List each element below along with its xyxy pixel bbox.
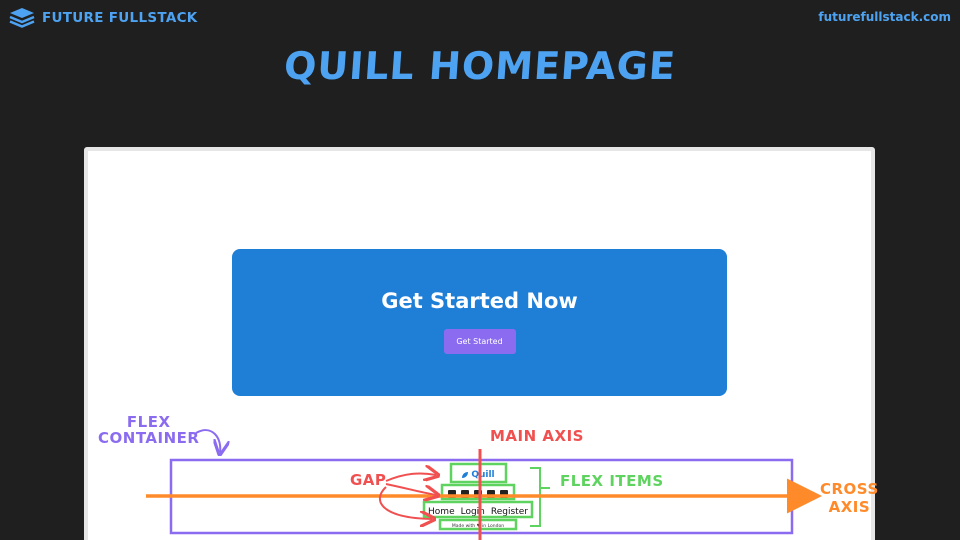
flex-item-outline-made-with xyxy=(438,518,518,531)
youtube-icon[interactable] xyxy=(500,490,508,498)
footer-brand[interactable]: Quill xyxy=(461,470,495,480)
flex-items-label: FLEX ITEMS xyxy=(560,472,664,490)
nav-link-home[interactable]: Home xyxy=(428,507,455,517)
instagram-icon[interactable] xyxy=(461,490,469,498)
flex-container-arrow xyxy=(195,429,220,452)
made-with-text: Made with ♥ in London xyxy=(451,524,505,529)
brand-name: FUTURE FULLSTACK xyxy=(42,10,198,26)
nav-link-login[interactable]: Login xyxy=(460,507,485,517)
brand-logo: FUTURE FULLSTACK xyxy=(8,6,198,30)
facebook-icon[interactable] xyxy=(448,490,456,498)
cross-axis-label: CROSS AXIS xyxy=(820,480,879,516)
main-axis-label: MAIN AXIS xyxy=(490,427,584,445)
gap-label: GAP xyxy=(350,471,387,489)
footer-nav: Home Login Register xyxy=(428,507,528,517)
twitter-icon[interactable] xyxy=(474,490,482,498)
gap-arrow-1 xyxy=(385,473,436,481)
feather-icon xyxy=(462,472,469,478)
hero-heading: Get Started Now xyxy=(381,289,578,313)
nav-link-register[interactable]: Register xyxy=(490,507,528,517)
site-url[interactable]: futurefullstack.com xyxy=(818,10,951,24)
gap-arrow-2 xyxy=(385,483,436,495)
gap-arrow-3 xyxy=(378,486,432,519)
footer-flex-container: Quill Home Login Register Made with ♥ in… xyxy=(428,463,528,529)
get-started-button[interactable]: Get Started xyxy=(443,329,516,354)
flex-container-label: FLEX CONTAINER xyxy=(98,413,200,447)
flex-item-outline-nav xyxy=(422,500,534,519)
flex-item-outline-socials xyxy=(440,483,516,501)
hero-banner: Get Started Now Get Started xyxy=(232,249,727,396)
stacked-layers-icon xyxy=(9,8,35,28)
linkedin-icon[interactable] xyxy=(487,490,495,498)
footer-brand-name: Quill xyxy=(471,470,495,480)
social-icons-row xyxy=(448,490,508,498)
